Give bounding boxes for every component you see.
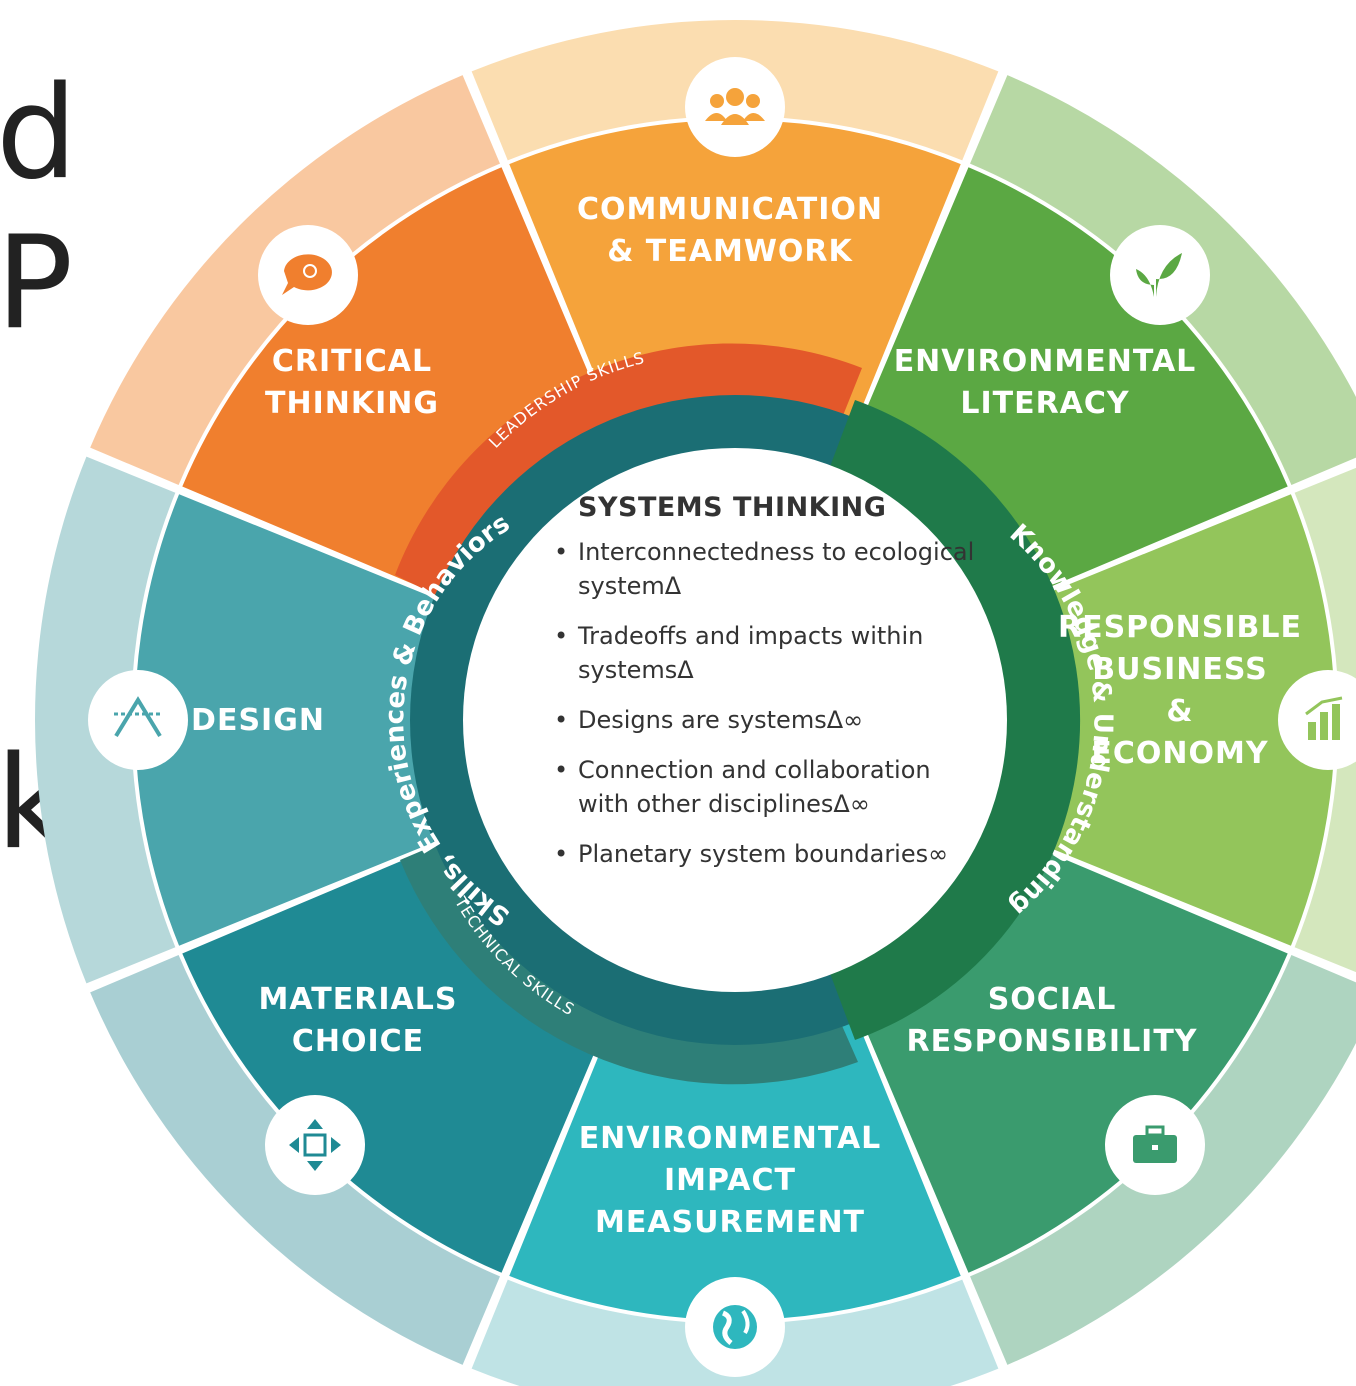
- design-tools-icon: [88, 670, 188, 770]
- wheel-segment: [1012, 494, 1336, 946]
- list-item: Connection and collaboration with other …: [548, 753, 988, 821]
- list-item: Tradeoffs and impacts within systemsΔ: [548, 619, 988, 687]
- systems-thinking-panel: SYSTEMS THINKING Interconnectedness to e…: [548, 492, 988, 887]
- list-item: Interconnectedness to ecological systemΔ: [548, 535, 988, 603]
- briefcase-icon: [1105, 1095, 1205, 1195]
- list-item: Planetary system boundaries∞: [548, 837, 988, 871]
- globe-icon: [685, 1277, 785, 1377]
- leaf-icon: [1110, 225, 1210, 325]
- systems-thinking-title: SYSTEMS THINKING: [578, 492, 887, 523]
- people-icon: [685, 57, 785, 157]
- segment-label: DESIGN: [191, 703, 325, 738]
- speech-bubble-icon: [258, 225, 358, 325]
- systems-thinking-list: Interconnectedness to ecological systemΔ…: [548, 535, 988, 871]
- background-letter-d: d: [0, 59, 78, 208]
- segment-label: COMMUNICATION& TEAMWORK: [577, 192, 883, 269]
- wheel-segment: [134, 494, 458, 946]
- background-letter-p: P: [0, 209, 74, 358]
- arrows-icon: [265, 1095, 365, 1195]
- list-item: Designs are systemsΔ∞: [548, 703, 988, 737]
- bar-chart-icon: [1278, 670, 1356, 770]
- wheel-segment: [509, 997, 961, 1321]
- leadership-skills-band: [395, 343, 862, 600]
- outer-ring-segment: [1294, 467, 1356, 973]
